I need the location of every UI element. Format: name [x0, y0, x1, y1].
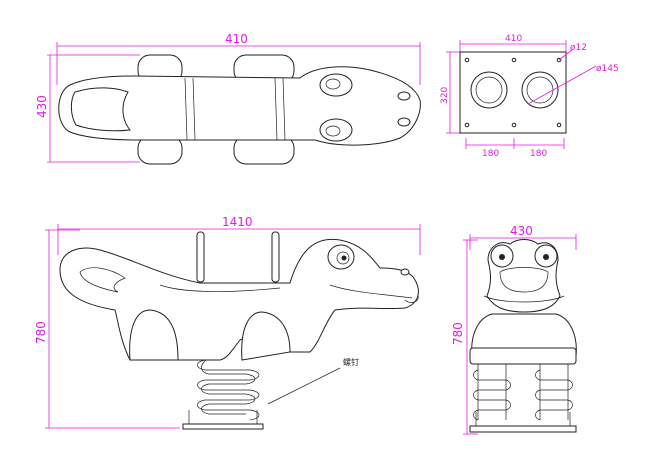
top-nostril-right — [397, 117, 411, 127]
top-tail-stripe — [70, 87, 131, 132]
side-handle-back — [271, 231, 280, 283]
top-nostril-left — [397, 91, 411, 101]
side-spring-left — [197, 357, 260, 421]
side-eye — [327, 244, 355, 270]
plate-spacing-left-label: 180 — [482, 149, 499, 159]
front-height-label: 780 — [451, 322, 465, 345]
plate-height-label: 320 — [440, 87, 450, 104]
plate-hole-left — [470, 71, 508, 109]
hole-diameter-label: ø145 — [596, 64, 619, 74]
side-note-label: 螺钉 — [343, 357, 359, 367]
side-view: 1410 780 螺钉 — [34, 215, 421, 430]
top-width-label: 410 — [225, 32, 248, 46]
side-leg-back — [241, 311, 291, 361]
side-width-label: 1410 — [222, 215, 253, 229]
side-body — [59, 238, 419, 361]
side-mouth — [329, 284, 413, 299]
top-eye-left — [319, 73, 353, 97]
side-handle-front — [196, 231, 205, 283]
front-spring-left — [473, 364, 511, 421]
side-height-label: 780 — [34, 321, 48, 344]
front-lower-body — [471, 313, 577, 357]
plate-width-label: 410 — [505, 34, 522, 44]
front-width-label: 430 — [510, 224, 533, 238]
front-spring-right — [535, 364, 573, 421]
top-view: 410 430 — [35, 32, 421, 165]
side-base-plate — [182, 423, 264, 430]
front-view: 430 780 — [451, 224, 577, 435]
front-base-block — [469, 347, 577, 365]
side-leg-front — [129, 309, 179, 361]
side-tail-highlight — [79, 267, 126, 293]
top-eye-right — [319, 118, 353, 142]
base-plate-view: 410 320 ø12 ø145 180 180 — [440, 34, 619, 159]
plate-spacing-right-label: 180 — [530, 149, 547, 159]
top-height-label: 430 — [35, 95, 49, 118]
front-base-plate — [469, 425, 577, 433]
side-nostril — [400, 268, 410, 276]
bolt-diameter-label: ø12 — [570, 43, 587, 53]
